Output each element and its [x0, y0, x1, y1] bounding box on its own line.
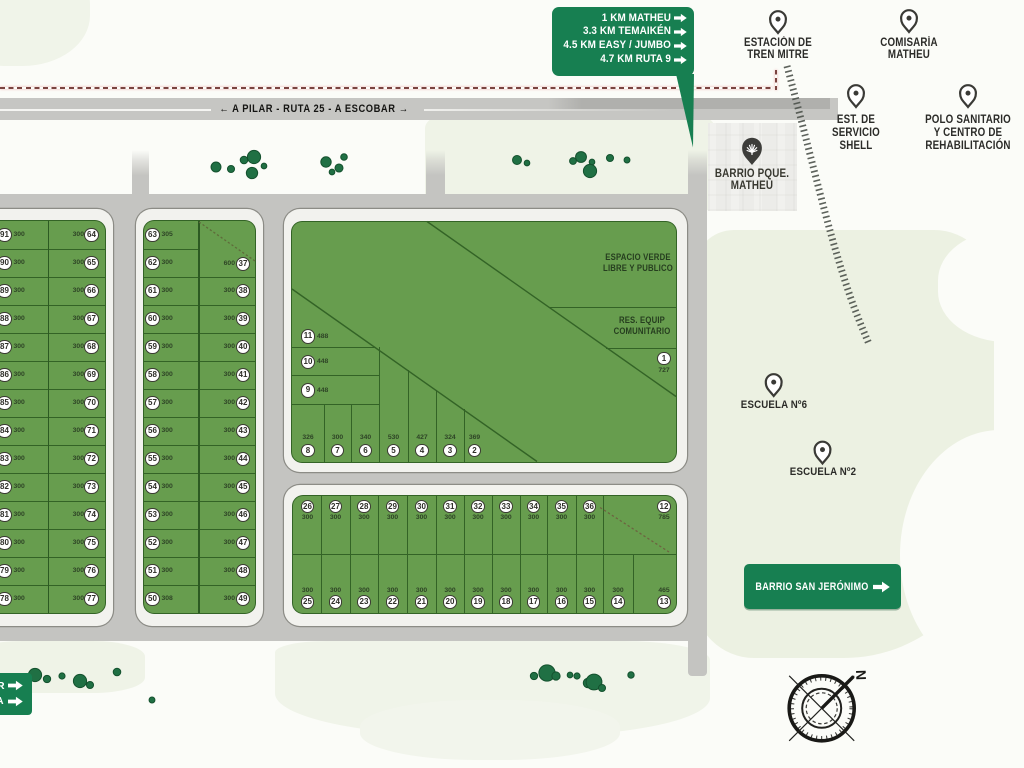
svg-text:N: N [853, 670, 869, 681]
